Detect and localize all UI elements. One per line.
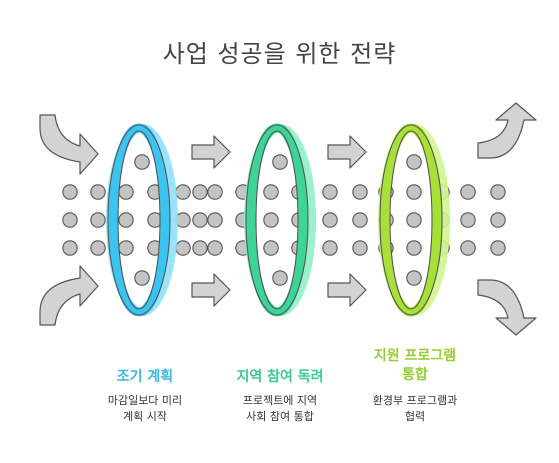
particle-dot <box>272 154 288 170</box>
particle-dot <box>406 154 422 170</box>
step-1-ring-inner-outline <box>117 130 161 310</box>
particle-dot <box>90 240 106 256</box>
particle-dot <box>490 212 506 228</box>
step-2-title: 지역 참여 독려 <box>236 369 324 385</box>
particle-dot <box>406 212 422 228</box>
particle-dot <box>263 240 279 256</box>
curved-arrow-out-icon <box>477 102 537 159</box>
step-3-ring <box>380 123 442 317</box>
curved-arrow-out-icon <box>477 279 537 336</box>
step-1-description-line: 마감일보다 미리 <box>107 394 183 407</box>
particle-dot <box>352 212 368 228</box>
step-2-ring-outline <box>245 124 309 316</box>
particle-dot <box>118 212 134 228</box>
particle-dot <box>192 212 208 228</box>
particle-dot <box>263 212 279 228</box>
step-2-description-line: 프로젝트에 지역 <box>242 394 318 407</box>
particle-dot <box>460 212 476 228</box>
step-1-description: 마감일보다 미리 계획 시작 <box>70 393 220 425</box>
particle-dot <box>62 184 78 200</box>
straight-arrow-icon <box>327 135 367 169</box>
particle-dot <box>192 184 208 200</box>
particle-dot <box>118 240 134 256</box>
particle-dot <box>62 212 78 228</box>
particle-dot <box>175 184 191 200</box>
particle-dot <box>192 240 208 256</box>
particle-dot <box>406 270 422 286</box>
particle-dot <box>207 184 223 200</box>
particle-dot <box>175 240 191 256</box>
step-3-description-line: 협력 <box>404 410 426 423</box>
step-3-description: 환경부 프로그램과 협력 <box>340 393 490 425</box>
step-1-ring-outline <box>107 124 171 316</box>
particle-dot <box>352 184 368 200</box>
curved-arrow-in-icon <box>39 114 99 175</box>
diagram-title: 사업 성공을 위한 전략 <box>162 40 397 68</box>
step-3-title: 지원 프로그램 통합 <box>340 347 490 385</box>
particle-dot <box>134 154 150 170</box>
step-1-ring <box>108 123 170 317</box>
step-1-title: 조기 계획 <box>116 369 174 385</box>
step-2-description: 프로젝트에 지역 사회 참여 통합 <box>205 393 355 425</box>
particle-dot <box>118 184 134 200</box>
curved-arrow-in-icon <box>39 265 99 326</box>
particle-dot <box>490 184 506 200</box>
particle-dot <box>90 184 106 200</box>
particle-dot <box>352 240 368 256</box>
particle-dot <box>134 270 150 286</box>
particle-dot <box>263 184 279 200</box>
straight-arrow-icon <box>327 273 367 307</box>
particle-dot <box>490 240 506 256</box>
straight-arrow-icon <box>191 135 231 169</box>
step-3-ring-outline <box>379 124 443 316</box>
step-3-title-line: 지원 프로그램 <box>373 348 457 364</box>
step-1-description-line: 계획 시작 <box>123 410 167 423</box>
step-2-ring-inner-outline <box>255 130 299 310</box>
particle-dot <box>322 184 338 200</box>
step-3-ring-inner-outline <box>389 130 433 310</box>
particle-dot <box>62 240 78 256</box>
particle-dot <box>272 270 288 286</box>
particle-dot <box>460 184 476 200</box>
step-3-description-line: 환경부 프로그램과 <box>372 394 458 407</box>
particle-dot <box>406 240 422 256</box>
particle-dot <box>90 212 106 228</box>
particle-dot <box>207 240 223 256</box>
particle-dot <box>406 184 422 200</box>
particle-dot <box>460 240 476 256</box>
step-2-description-line: 사회 참여 통합 <box>246 410 314 423</box>
particle-dot <box>207 212 223 228</box>
step-2-ring <box>246 123 308 317</box>
straight-arrow-icon <box>191 273 231 307</box>
particle-dot <box>322 212 338 228</box>
particle-dot <box>322 240 338 256</box>
step-3-title-line: 통합 <box>402 367 428 383</box>
